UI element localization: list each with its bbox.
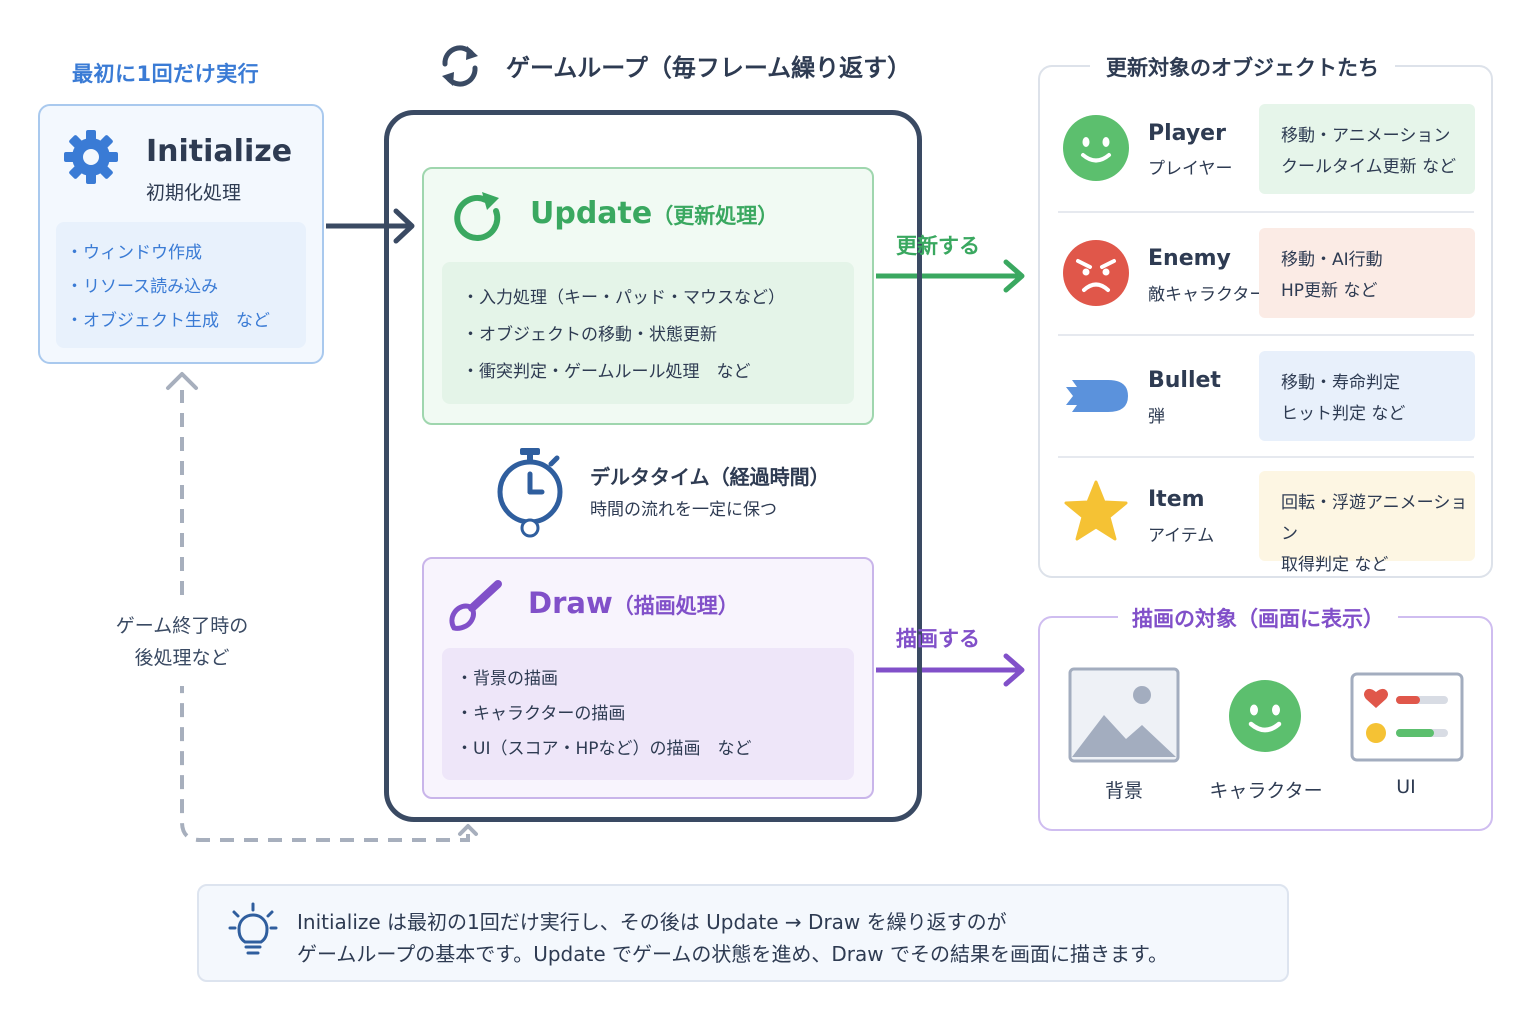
initialize-title: Initialize <box>146 134 293 169</box>
update-arrow <box>876 259 1025 293</box>
delta-time-description: 時間の流れを一定に保つ <box>590 500 777 520</box>
draw-arrow <box>876 653 1025 687</box>
object-desc-player: 移動・アニメーション クールタイム更新 など <box>1259 104 1475 194</box>
list-item: ・キャラクターの描画 <box>456 704 626 724</box>
list-item: ・背景の描画 <box>456 669 558 689</box>
stopwatch-icon <box>497 448 563 538</box>
exit-label-line2: 後処理など <box>134 647 230 669</box>
landscape-image-icon <box>1068 667 1180 763</box>
object-name-bullet: Bullet <box>1148 368 1221 393</box>
draw-arrow-label: 描画する <box>896 627 980 651</box>
smiley-face-icon <box>1063 115 1129 181</box>
desc-line: クールタイム更新 など <box>1281 157 1457 177</box>
object-desc-item: 回転・浮遊アニメーション 取得判定 など <box>1259 471 1475 575</box>
draw-title: Draw（描画処理） <box>528 586 739 620</box>
desc-line: HP更新 など <box>1281 281 1378 301</box>
tip-box <box>197 884 1289 982</box>
object-desc-enemy: 移動・AI行動 HP更新 など <box>1259 228 1475 318</box>
object-separator <box>1058 456 1474 458</box>
draw-task-list: ・背景の描画 ・キャラクターの描画 ・UI（スコア・HPなど）の描画 など <box>442 648 854 780</box>
update-title-main: Update <box>530 196 653 231</box>
desc-line: 取得判定 など <box>1281 555 1389 575</box>
star-icon <box>1064 480 1128 541</box>
list-item: ・入力処理（キー・パッド・マウスなど） <box>462 288 785 308</box>
list-item: ・オブジェクトの移動・状態更新 <box>462 325 717 345</box>
update-title: Update（更新処理） <box>530 196 778 231</box>
update-task-list: ・入力処理（キー・パッド・マウスなど） ・オブジェクトの移動・状態更新 ・衝突判… <box>442 262 854 404</box>
refresh-icon <box>454 192 501 241</box>
hud-panel-icon <box>1350 672 1464 762</box>
object-sub-bullet: 弾 <box>1148 407 1165 427</box>
draw-title-suffix: （描画処理） <box>612 594 739 618</box>
gear-icon <box>64 130 118 184</box>
loop-heading: ゲームループ（毎フレーム繰り返す） <box>506 54 912 82</box>
exit-dashed-arrow <box>166 372 478 842</box>
initialize-subtitle: 初期化処理 <box>146 182 242 204</box>
initialize-task-list: ・ウィンドウ作成 ・リソース読み込み ・オブジェクト生成 など <box>56 222 306 348</box>
init-to-loop-arrow <box>326 208 415 244</box>
draw-targets-heading: 描画の対象（画面に表示） <box>1118 603 1398 633</box>
tip-line-1: Initialize は最初の1回だけ実行し、その後は Update → Dra… <box>297 910 1007 934</box>
object-separator <box>1058 334 1474 336</box>
cycle-arrows-icon <box>442 45 478 87</box>
exit-label-line1: ゲーム終了時の <box>115 615 249 637</box>
smiley-face-icon <box>1229 680 1301 752</box>
exit-label: ゲーム終了時の 後処理など <box>100 610 264 674</box>
paintbrush-icon <box>449 580 502 631</box>
tip-line-2: ゲームループの基本です。Update でゲームの状態を進め、Draw でその結果… <box>297 942 1168 966</box>
desc-line: 移動・アニメーション <box>1281 126 1451 146</box>
lightbulb-icon <box>228 902 278 955</box>
list-item: ・リソース読み込み <box>66 277 219 297</box>
objects-heading: 更新対象のオブジェクトたち <box>1090 52 1395 82</box>
game-loop-container <box>384 110 922 822</box>
object-name-player: Player <box>1148 121 1226 146</box>
list-item: ・ウィンドウ作成 <box>66 243 202 263</box>
target-label-ui: UI <box>1396 776 1416 798</box>
desc-line: 移動・寿命判定 <box>1281 373 1400 393</box>
object-name-item: Item <box>1148 487 1205 512</box>
desc-line: ヒット判定 など <box>1281 404 1406 424</box>
object-sub-item: アイテム <box>1148 526 1215 546</box>
list-item: ・UI（スコア・HPなど）の描画 など <box>456 739 752 759</box>
object-desc-bullet: 移動・寿命判定 ヒット判定 など <box>1259 351 1475 441</box>
object-name-enemy: Enemy <box>1148 246 1231 271</box>
target-label-character: キャラクター <box>1209 780 1323 802</box>
list-item: ・オブジェクト生成 など <box>66 311 270 331</box>
angry-face-icon <box>1063 240 1129 306</box>
bullet-icon <box>1066 380 1128 412</box>
update-arrow-label: 更新する <box>896 234 980 258</box>
object-sub-player: プレイヤー <box>1148 159 1233 179</box>
initialize-heading: 最初に1回だけ実行 <box>72 62 260 86</box>
object-sub-enemy: 敵キャラクター <box>1148 285 1267 305</box>
target-label-background: 背景 <box>1104 780 1143 802</box>
delta-time-title: デルタタイム（経過時間） <box>590 465 830 489</box>
desc-line: 回転・浮遊アニメーション <box>1281 493 1468 544</box>
list-item: ・衝突判定・ゲームルール処理 など <box>462 362 751 382</box>
object-separator <box>1058 211 1474 213</box>
desc-line: 移動・AI行動 <box>1281 250 1383 270</box>
update-title-suffix: （更新処理） <box>652 204 779 228</box>
draw-title-main: Draw <box>528 586 613 620</box>
